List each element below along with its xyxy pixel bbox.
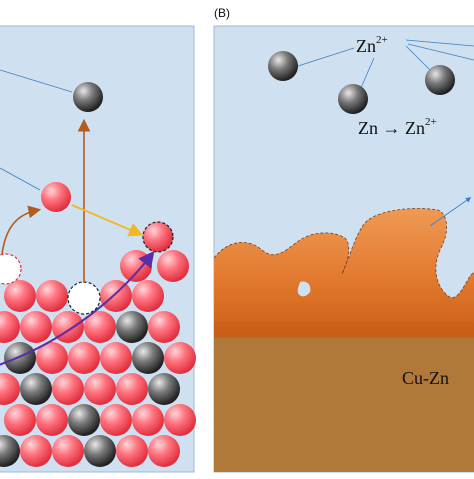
zn-lattice-atom [132,342,164,374]
cu-lattice-atom [20,435,52,467]
zn-lattice-atom [116,311,148,343]
cu-lattice-atom [100,280,132,312]
bulk-diffusion-arrow [0,250,155,366]
surface-diffusion-arrow [71,204,144,237]
cu-atom-new-site [143,222,173,252]
adatom-cu [41,182,71,212]
reaction-lhs: Zn [358,118,378,138]
cu-lattice-atom [0,373,20,405]
zn-vacancy [67,281,101,315]
cu-lattice-atom [36,280,68,312]
cu-lattice-atom [116,435,148,467]
cu-lattice-atom [148,311,180,343]
porous-copper-layer [214,208,474,338]
cu-lattice-atom [148,435,180,467]
atom-lattice [0,250,196,467]
cu-lattice-atom [164,342,196,374]
zn-lattice-atom [20,373,52,405]
zn-lattice-atom [84,435,116,467]
cu-lattice-atom [157,250,189,282]
cu-lattice-atom [52,435,84,467]
cu-lattice-atom [0,311,20,343]
zn-ion-base: Zn [356,36,376,56]
reaction-rhs: Zn [405,118,425,138]
cu-lattice-atom [100,404,132,436]
reaction-label: Zn → Zn2+ [358,116,437,139]
new-site-outline [142,221,174,253]
cu-lattice-atom [4,280,36,312]
cu-lattice-atom [132,404,164,436]
substrate-label: Cu-Zn [402,368,449,388]
zn-ion [268,51,298,81]
cu-lattice-atom [4,404,36,436]
cu-lattice-atom [20,311,52,343]
cu-lattice-atom [84,373,116,405]
cu-lattice-atom [36,404,68,436]
zn-ion-label: Zn2+ [356,34,388,57]
cu-lattice-atom [52,373,84,405]
leader-line [0,69,73,93]
leader-line [0,167,41,191]
cu-lattice-atom [68,342,100,374]
leader-line [297,47,355,67]
copper-layer-outline [213,208,474,298]
cu-lattice-atom [100,342,132,374]
copper-layer-base [214,322,474,338]
leader-line [359,57,375,91]
reaction-arrow: → [382,118,401,138]
dissolved-zn-atom [73,82,103,112]
zn-ion-charge: 2+ [376,34,388,46]
cu-lattice-atom [116,373,148,405]
panel-b-label: (B) [214,6,230,20]
cu-lattice-atom [164,404,196,436]
cu-lattice-atom [84,311,116,343]
cu-lattice-atom [120,250,152,282]
cu-lattice-atom [132,280,164,312]
zn-lattice-atom [0,435,20,467]
zn-lattice-atom [4,342,36,374]
reaction-rhs-charge: 2+ [425,116,437,128]
leader-line [405,39,474,47]
cu-zn-substrate [214,338,474,472]
cu-lattice-atom [36,342,68,374]
leader-arrow [429,197,472,227]
cu-vacancy [0,253,22,285]
leader-line [407,43,474,61]
zn-ion [338,84,368,114]
zn-ion [425,65,455,95]
cu-detachment-arrow [1,205,42,255]
zn-lattice-atom [68,404,100,436]
zn-lattice-atom [148,373,180,405]
leader-line [405,45,431,71]
